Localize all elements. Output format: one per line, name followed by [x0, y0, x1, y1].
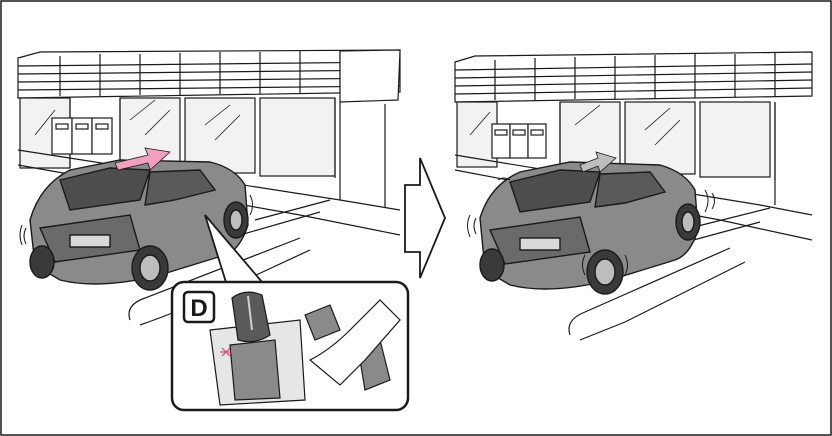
- gear-d-label: D: [190, 295, 207, 322]
- left-building-roof: [18, 50, 400, 102]
- right-building-roof: [455, 52, 812, 102]
- left-bins: [52, 118, 112, 154]
- right-bins: [492, 124, 546, 158]
- gear-callout: D: [172, 282, 408, 410]
